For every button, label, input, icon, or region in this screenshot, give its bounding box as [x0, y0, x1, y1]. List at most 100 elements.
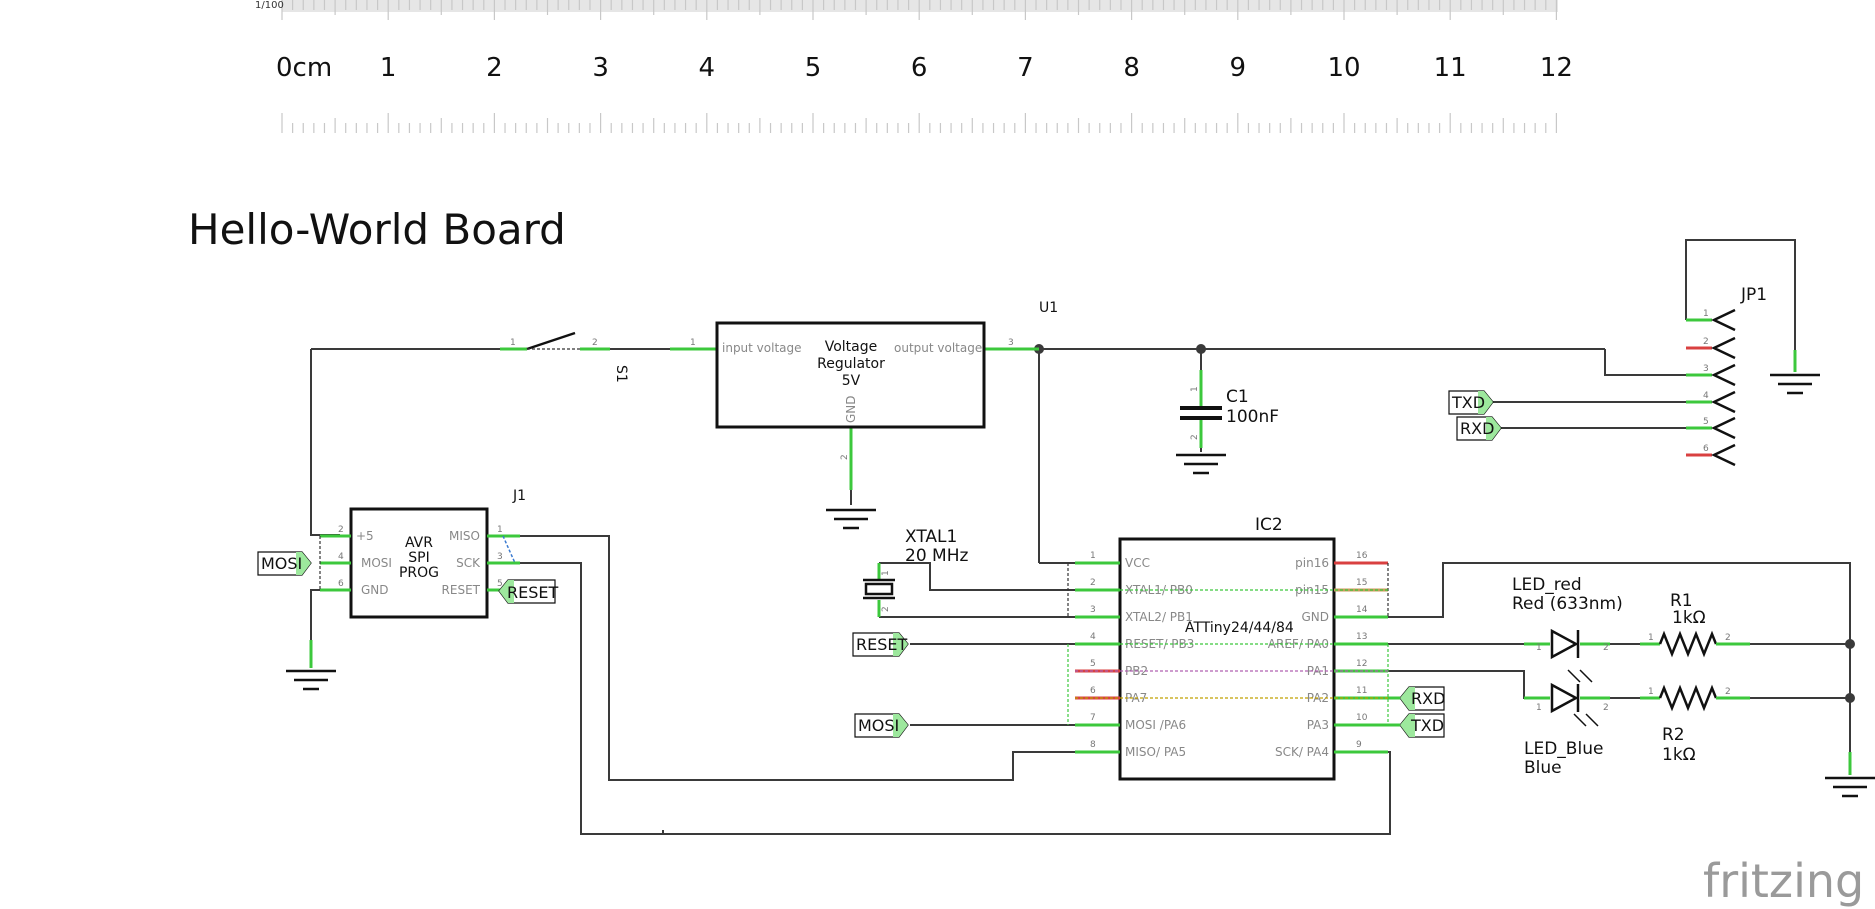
led-blue[interactable]: 1 2 LED_Blue Blue [1524, 669, 1610, 778]
svg-text:Regulator: Regulator [817, 356, 885, 372]
net-flag-reset-ic2[interactable]: RESET [852, 632, 909, 657]
ic2-part: ATTiny24/44/84 [1185, 620, 1294, 636]
ruler-number: 12 [1540, 53, 1573, 83]
xtal1-label: XTAL1 [905, 527, 957, 547]
ic2-pin-label: VCC [1125, 556, 1150, 570]
u1-label: U1 [1039, 300, 1058, 316]
net-flag-mosi-j1[interactable]: MOSI [257, 551, 312, 576]
svg-text:2: 2 [1603, 703, 1609, 713]
r1-value: 1kΩ [1672, 608, 1706, 628]
ic2-pin-label: MISO/ PA5 [1125, 745, 1186, 759]
junction-dot [1845, 639, 1855, 649]
wire-sck[interactable] [515, 562, 1391, 835]
ic2-pin-number: 2 [1090, 578, 1096, 588]
svg-text:2: 2 [1725, 633, 1731, 643]
wire-pa1-led[interactable] [1360, 670, 1535, 699]
j1-label: J1 [512, 488, 526, 504]
ground-symbol [826, 508, 876, 530]
ruler-number: 6 [911, 53, 928, 83]
ic2-pin-number: 10 [1356, 713, 1368, 723]
ruler-number: 8 [1123, 53, 1140, 83]
ic2-pin-number: 13 [1356, 632, 1367, 642]
ground-symbol [1825, 752, 1875, 798]
capacitor-c1[interactable]: 1 2 C1 100nF [1180, 370, 1279, 448]
svg-text:RXD: RXD [1460, 419, 1494, 438]
c1-label: C1 [1226, 387, 1249, 407]
wire-ic2-gnd[interactable] [1360, 562, 1851, 760]
ic2-body [1118, 537, 1336, 781]
svg-text:1: 1 [1536, 643, 1542, 653]
ground-symbol [286, 640, 336, 691]
u1-output-pin-label: output voltage [894, 341, 982, 355]
net-flag-mosi-ic2[interactable]: MOSI [854, 713, 909, 738]
svg-text:RESET: RESET [856, 635, 907, 654]
net-flag-rxd-ic2[interactable]: RXD [1399, 686, 1445, 711]
wire-miso[interactable] [515, 535, 1075, 781]
svg-text:PROG: PROG [399, 565, 439, 581]
svg-text:Voltage: Voltage [825, 339, 878, 355]
ic2-pin-number: 6 [1090, 686, 1096, 696]
r2-value: 1kΩ [1662, 745, 1696, 765]
wire-j1-gnd[interactable] [310, 589, 340, 665]
svg-text:2: 2 [592, 338, 598, 348]
net-flag-txd-jp1[interactable]: TXD [1448, 390, 1494, 415]
ic2-pin-label: MOSI /PA6 [1125, 718, 1186, 732]
ic2-pin-label: pin16 [1295, 556, 1329, 570]
wire-vin-to-j1[interactable] [310, 349, 340, 536]
svg-text:SCK: SCK [456, 556, 481, 570]
connector-j1[interactable]: 2 4 6 1 3 5 +5 MOSI GND MISO SCK RESET A… [319, 488, 526, 619]
svg-text:TXD: TXD [1410, 716, 1444, 735]
resistor-r1[interactable]: 1 2 R1 1kΩ [1610, 591, 1750, 658]
svg-text:3: 3 [1008, 338, 1014, 348]
ruler-number: 3 [592, 53, 609, 83]
svg-text:1: 1 [1648, 633, 1654, 643]
ic2-pin-number: 9 [1356, 740, 1362, 750]
svg-text:1: 1 [881, 570, 891, 576]
svg-text:RXD: RXD [1411, 689, 1445, 708]
svg-text:1: 1 [497, 525, 503, 535]
switch-s1[interactable]: 1 2 S1 [500, 331, 629, 383]
ic2-pin-label: SCK/ PA4 [1275, 745, 1329, 759]
ruler-scale-label: 1/100 [255, 0, 284, 11]
switch-lever [526, 331, 576, 351]
ruler-ticks [281, 0, 1558, 133]
net-flag-rxd-jp1[interactable]: RXD [1456, 416, 1502, 441]
led-blue-value: Blue [1524, 758, 1562, 778]
ruler-number: 11 [1434, 53, 1467, 83]
svg-text:MOSI: MOSI [361, 556, 392, 570]
net-flag-txd-ic2[interactable]: TXD [1399, 713, 1445, 738]
ic2-pin-number: 12 [1356, 659, 1367, 669]
resistor-r2[interactable]: 1 2 R2 1kΩ [1610, 684, 1750, 765]
svg-text:+5: +5 [356, 529, 374, 543]
svg-text:RESET: RESET [442, 583, 481, 597]
wire-5v-to-jp1[interactable] [1604, 349, 1690, 376]
ic2-pin-number: 1 [1090, 551, 1096, 561]
crystal-xtal1[interactable]: 1 2 XTAL1 20 MHz [863, 527, 968, 617]
ruler-number: 4 [699, 53, 716, 83]
svg-text:AVR: AVR [405, 535, 433, 551]
svg-text:1: 1 [510, 338, 516, 348]
net-flag-reset-j1[interactable]: RESET [498, 579, 558, 604]
ic2-pin-label: RESET/ PB3 [1125, 637, 1194, 651]
regulator-u1[interactable]: 1 3 2 input voltage output voltage GND V… [670, 300, 1058, 490]
wires [310, 239, 1851, 835]
page-title: Hello-World Board [188, 205, 566, 254]
r2-label: R2 [1662, 725, 1685, 745]
svg-text:GND: GND [361, 583, 389, 597]
jp1-pin-socket [1711, 308, 1736, 332]
ic2-pin-number: 3 [1090, 605, 1096, 615]
wire-jp1-gnd[interactable] [1685, 239, 1796, 350]
ruler-number: 5 [805, 53, 822, 83]
svg-text:MOSI: MOSI [261, 554, 302, 573]
ground-symbol [1176, 453, 1226, 475]
svg-text:SPI: SPI [408, 550, 429, 566]
wire-xtal1[interactable] [879, 562, 1075, 591]
svg-text:1: 1 [690, 338, 696, 348]
ic2-pin-number: 14 [1356, 605, 1368, 615]
svg-text:3: 3 [497, 552, 503, 562]
fritzing-logo: fritzing [1703, 854, 1864, 908]
svg-text:5V: 5V [842, 373, 861, 389]
led-red[interactable]: 1 2 LED_red Red (633nm) [1512, 575, 1623, 660]
